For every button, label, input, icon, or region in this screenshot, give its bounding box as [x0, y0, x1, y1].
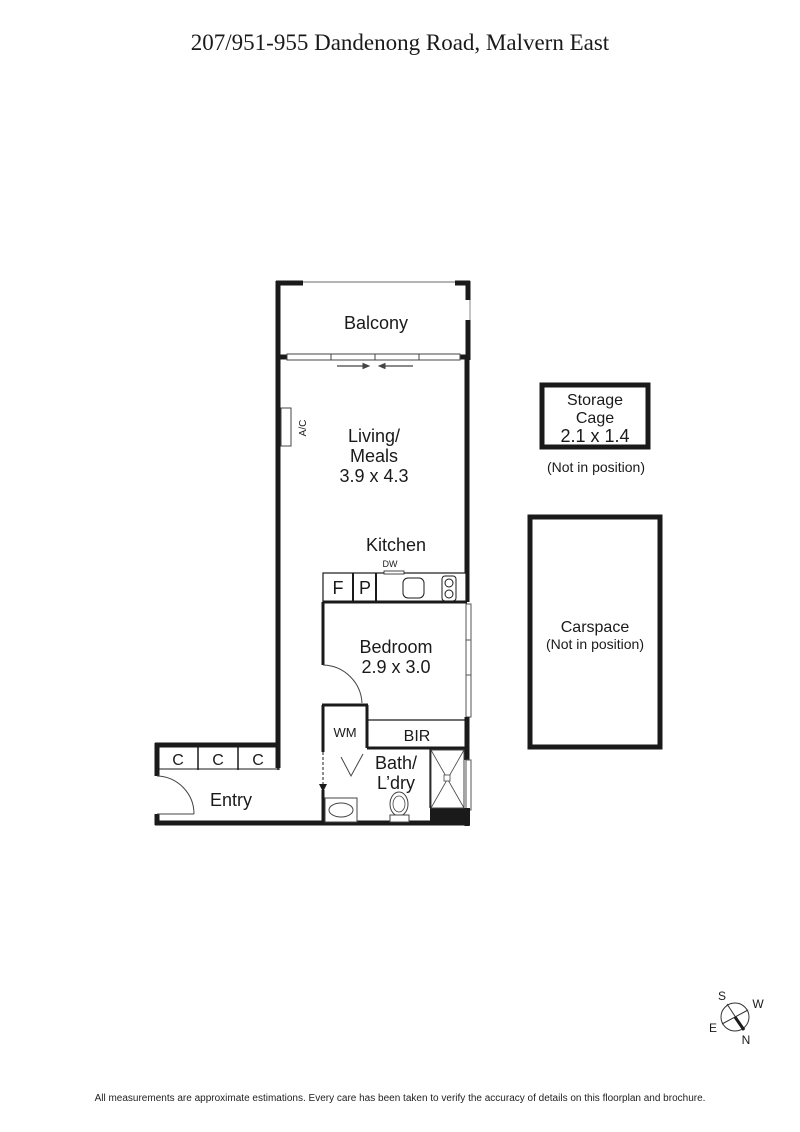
carspace-note: (Not in position)	[546, 636, 644, 652]
sink-icon	[402, 577, 425, 599]
balcony-label: Balcony	[344, 313, 408, 333]
carspace-label: Carspace	[561, 619, 630, 636]
ac-label: A/C	[298, 420, 309, 437]
kitchen-label: Kitchen	[366, 535, 426, 555]
living-label-1: Living/	[348, 426, 400, 446]
compass-e: E	[709, 1021, 717, 1035]
pantry-label: P	[359, 578, 371, 598]
cupboard-label-1: C	[172, 752, 184, 769]
entry-cupboards	[156, 747, 280, 815]
cupboard-label-2: C	[212, 752, 224, 769]
entry-label: Entry	[210, 790, 252, 810]
bedroom-dimensions: 2.9 x 3.0	[361, 657, 430, 677]
bath-fixtures	[324, 748, 465, 823]
storage-label-1: Storage	[567, 392, 623, 409]
storage-note: (Not in position)	[547, 459, 645, 475]
fridge-label: F	[333, 578, 344, 598]
bath-label-2: L’dry	[377, 773, 415, 793]
page-title: 207/951-955 Dandenong Road, Malvern East	[190, 30, 610, 55]
compass-icon: S W E N	[709, 989, 764, 1047]
dw-label: DW	[383, 559, 398, 569]
balcony-sliding-door	[279, 353, 467, 370]
basin-icon	[328, 802, 354, 818]
carspace: Carspace (Not in position)	[527, 514, 663, 750]
bedroom-label: Bedroom	[359, 637, 432, 657]
apartment-walls	[154, 280, 472, 826]
storage-label-2: Cage	[576, 410, 614, 427]
compass-w: W	[752, 997, 764, 1011]
bedroom-walls	[319, 600, 467, 825]
compass-s: S	[718, 989, 726, 1003]
bath-label-1: Bath/	[375, 753, 417, 773]
disclaimer: All measurements are approximate estimat…	[94, 1093, 706, 1104]
bir-label: BIR	[404, 728, 431, 745]
wm-label: WM	[333, 725, 356, 740]
storage-cage: Storage Cage 2.1 x 1.4 (Not in position)	[539, 382, 651, 475]
ac-unit	[280, 407, 292, 447]
living-dimensions: 3.9 x 4.3	[339, 466, 408, 486]
kitchen-bench	[322, 570, 467, 603]
compass-n: N	[742, 1033, 751, 1047]
storage-dimensions: 2.1 x 1.4	[560, 426, 629, 446]
cupboard-label-3: C	[252, 752, 264, 769]
living-label-2: Meals	[350, 446, 398, 466]
